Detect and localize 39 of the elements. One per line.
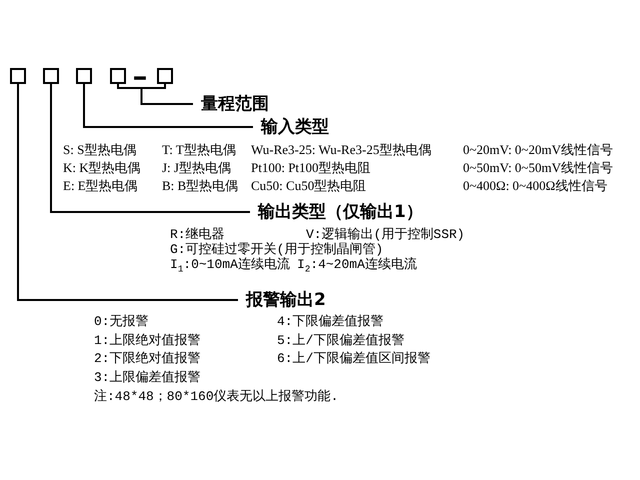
option-text: J: J型热电偶 bbox=[162, 160, 231, 176]
section-heading: 输入类型 bbox=[253, 116, 329, 138]
option-text: Cu50: Cu50型热电阻 bbox=[251, 178, 366, 194]
leader-line bbox=[83, 84, 253, 128]
option-text: Pt100: Pt100型热电阻 bbox=[251, 160, 371, 176]
section-heading: 输出类型（仅输出1） bbox=[250, 201, 423, 223]
option-text: V:逻辑输出(用于控制SSR) bbox=[306, 227, 465, 242]
code-box bbox=[110, 68, 126, 84]
option-text: G:可控硅过零开关(用于控制晶闸管) bbox=[170, 242, 384, 257]
option-text: 6:上/下限偏差值区间报警 bbox=[277, 351, 430, 367]
leader-line bbox=[17, 84, 238, 301]
option-text: Wu-Re3-25: Wu-Re3-25型热电偶 bbox=[251, 142, 432, 158]
option-text: S: S型热电偶 bbox=[63, 142, 136, 158]
code-box bbox=[76, 68, 92, 84]
option-text: 3:上限偏差值报警 bbox=[94, 370, 201, 386]
code-box bbox=[43, 68, 59, 84]
option-text: R:继电器 bbox=[170, 227, 225, 242]
option-text: 1:上限绝对值报警 bbox=[94, 333, 201, 349]
section-heading: 报警输出2 bbox=[238, 289, 326, 311]
code-box bbox=[157, 68, 173, 84]
code-box bbox=[10, 68, 26, 84]
option-text: I$_{2}$:4~20mA连续电流 bbox=[297, 257, 417, 272]
leader-line bbox=[50, 84, 250, 213]
option-text: 5:上/下限偏差值报警 bbox=[277, 333, 404, 349]
option-text: B: B型热电偶 bbox=[162, 178, 238, 194]
note-text: 注:48*48；80*160仪表无以上报警功能. bbox=[94, 389, 338, 405]
option-text: I$_{1}$:0~10mA连续电流 bbox=[170, 257, 290, 272]
leader-line bbox=[117, 84, 193, 105]
option-text: E: E型热电偶 bbox=[63, 178, 138, 194]
option-text: 0:无报警 bbox=[94, 314, 149, 330]
option-text: T: T型热电偶 bbox=[162, 142, 236, 158]
option-text: 0~50mV: 0~50mV线性信号 bbox=[463, 160, 613, 176]
option-text: 4:下限偏差值报警 bbox=[277, 314, 384, 330]
option-text: 0~20mV: 0~20mV线性信号 bbox=[463, 142, 613, 158]
section-heading: 量程范围 bbox=[193, 93, 269, 115]
code-separator: - bbox=[132, 71, 148, 83]
option-text: 0~400Ω: 0~400Ω线性信号 bbox=[463, 178, 608, 194]
option-text: K: K型热电偶 bbox=[63, 160, 141, 176]
option-text: 2:下限绝对值报警 bbox=[94, 351, 201, 367]
